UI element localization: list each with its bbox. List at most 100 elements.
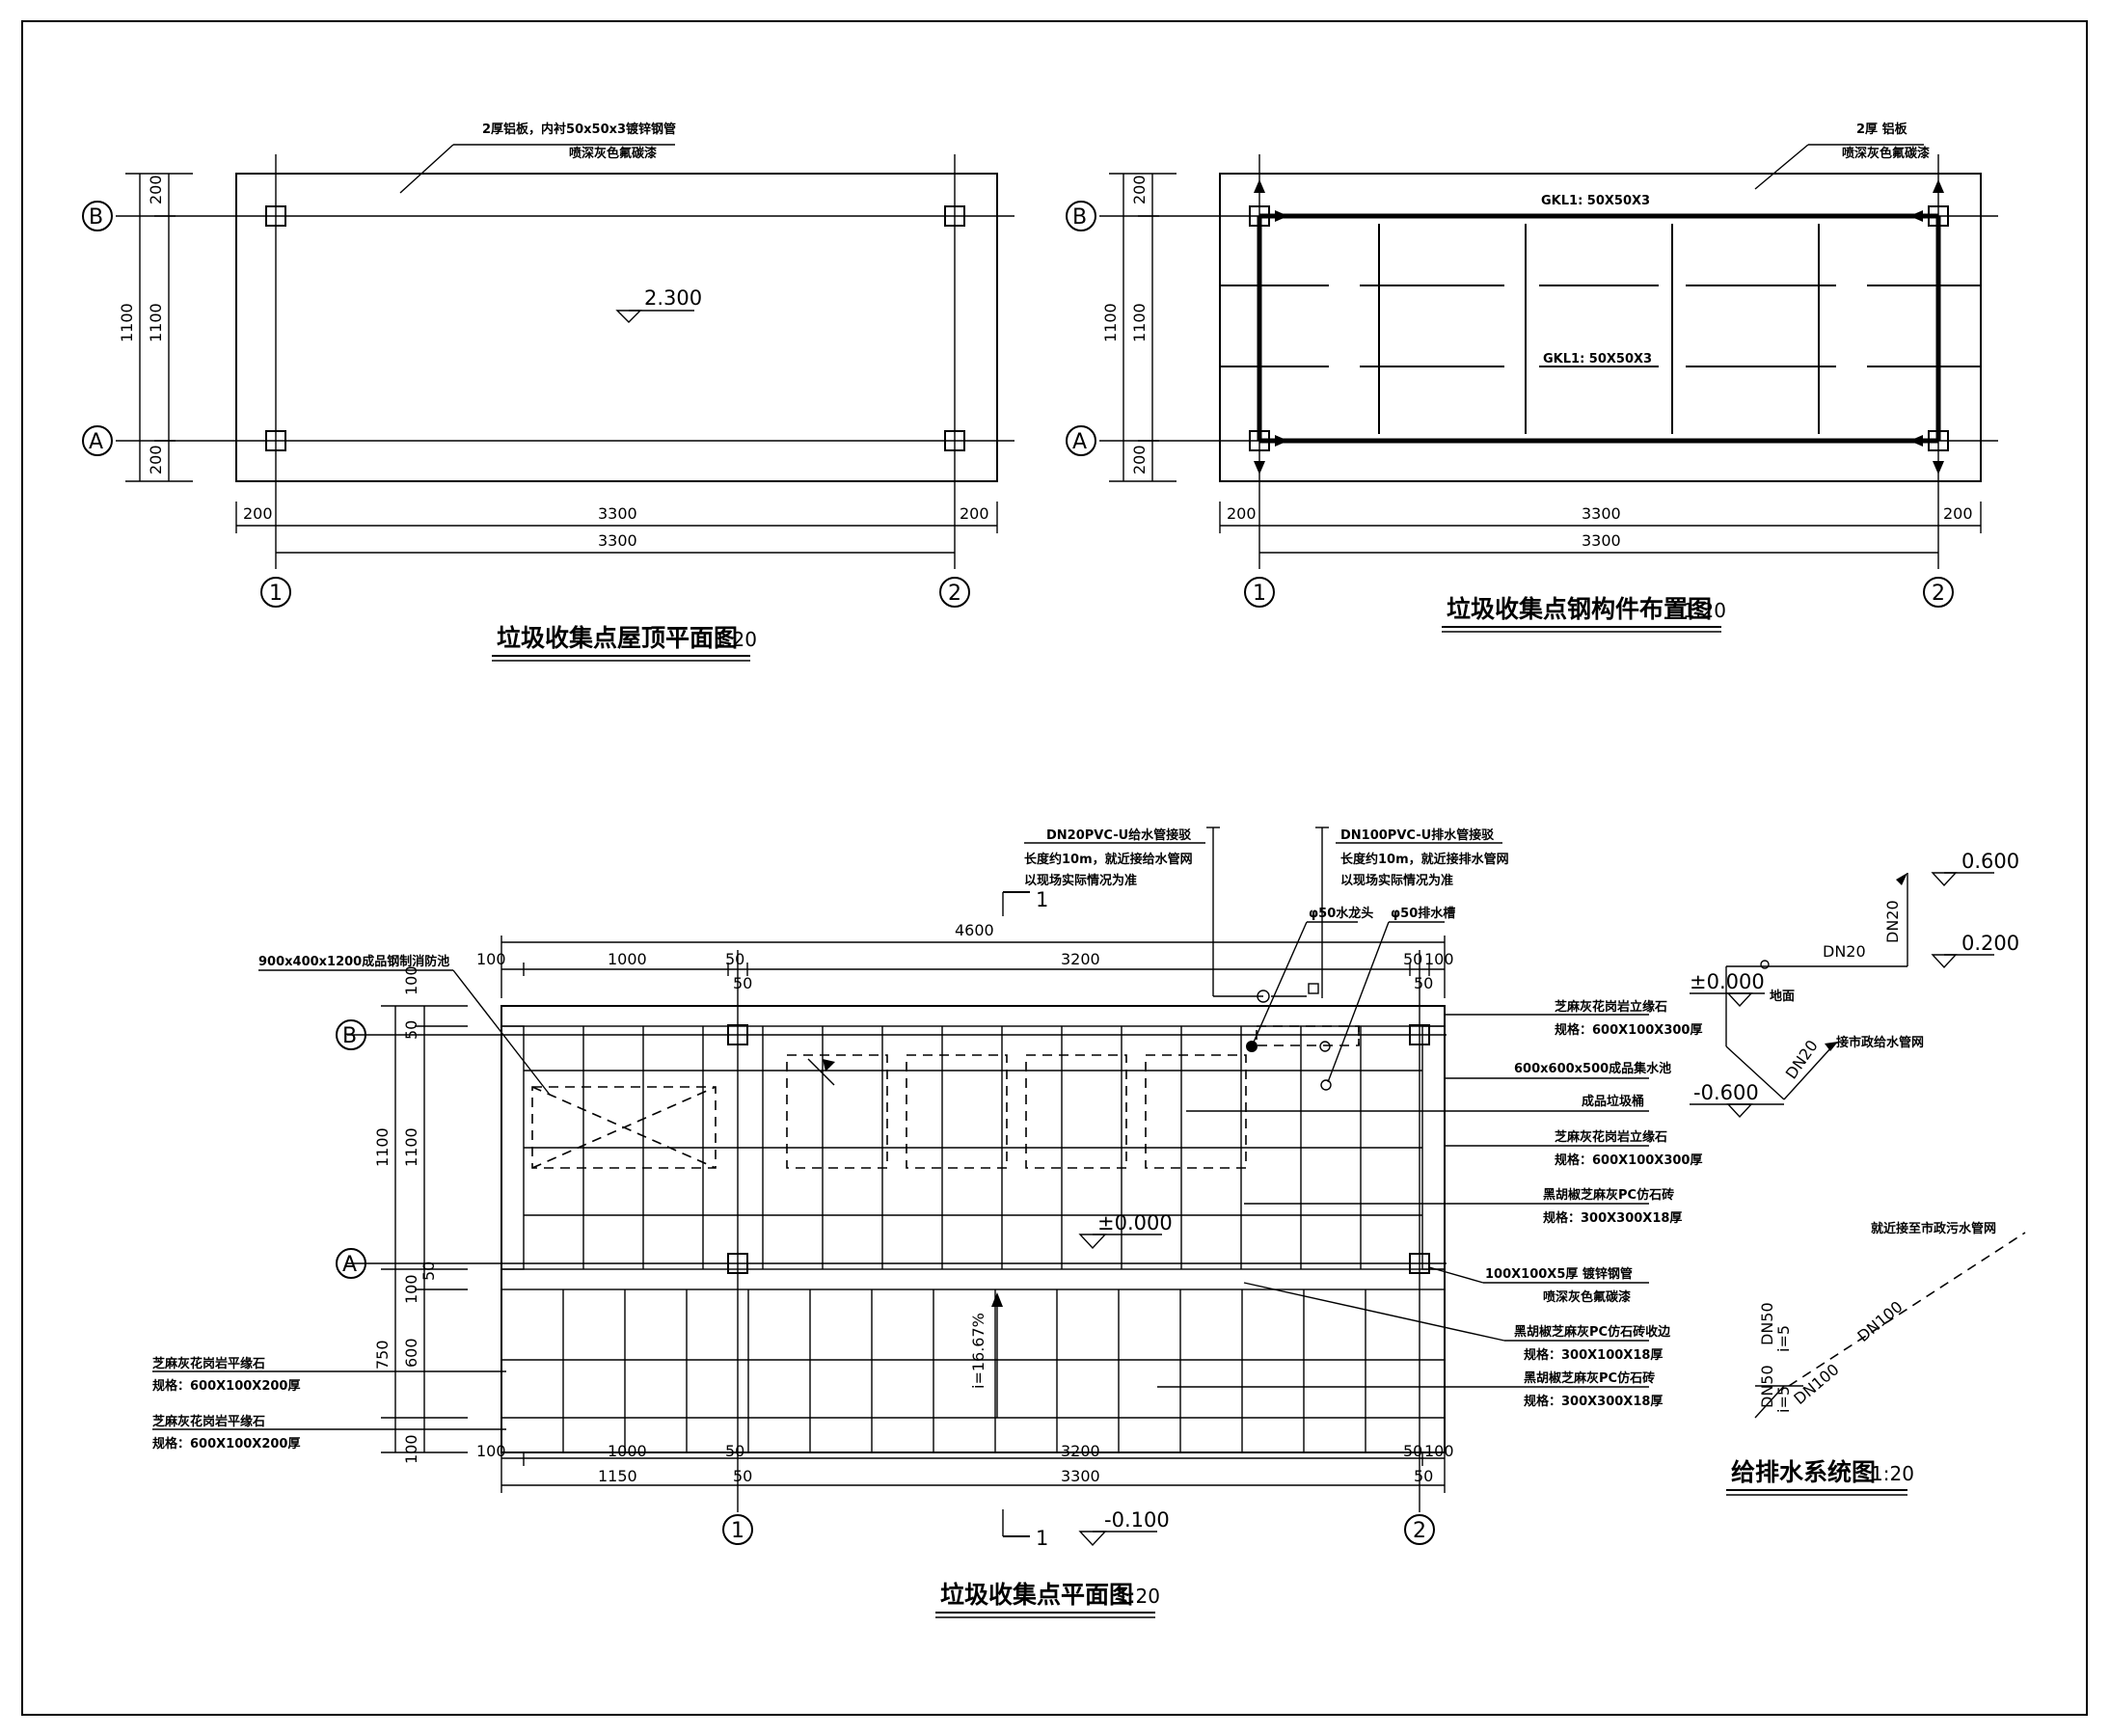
ws-dn20-h: DN20 <box>1823 942 1866 961</box>
rn-6a: 100X100X5厚 镀锌钢管 <box>1485 1266 1633 1282</box>
floor-dim-l-7: 100 <box>402 1434 420 1464</box>
steel-dim-v-3: 1100 <box>1130 303 1149 342</box>
roof-dim-h-4: 3300 <box>598 531 637 550</box>
water-system-scale: 1:20 <box>1871 1462 1914 1485</box>
floor-dim-l-1: 100 <box>402 965 420 995</box>
dn20-note-3: 以现场实际情况为准 <box>1024 873 1137 888</box>
steel-plan: GKL1: 50X50X3 GKL1: 50X50X3 2厚 铝板 喷深灰色氟碳… <box>1066 122 1998 633</box>
steel-axis-1: 1 <box>1253 582 1266 606</box>
floor-axis-2: 2 <box>1413 1519 1426 1543</box>
roof-dim-v-3: 1100 <box>147 303 165 342</box>
floor-dim-t-4: 50 <box>733 974 752 992</box>
dn20-note-2: 长度约10m，就近接给水管网 <box>1024 852 1193 867</box>
ws-slope-a: i=5 <box>1774 1325 1793 1352</box>
rn-3: 成品垃圾桶 <box>1582 1094 1644 1109</box>
steel-dim-h-3: 200 <box>1943 504 1973 523</box>
roof-plan-title: 垃圾收集点屋顶平面图 <box>497 624 738 652</box>
section-mark-bottom: 1 <box>1036 1527 1048 1550</box>
ws-dn20-d: DN20 <box>1782 1037 1822 1082</box>
floor-dim-b2-2: 50 <box>733 1467 752 1485</box>
rn-7a: 黑胡椒芝麻灰PC仿石砖收边 <box>1514 1324 1671 1340</box>
roof-axis-b: B <box>89 205 103 230</box>
ws-dn100-a: DN100 <box>1853 1297 1906 1345</box>
steel-beam-label-2: GKL1: 50X50X3 <box>1543 352 1652 366</box>
floor-plan-title: 垃圾收集点平面图 <box>940 1581 1133 1609</box>
roof-note-1: 2厚铝板，内衬50x50x3镀锌钢管 <box>482 122 676 137</box>
steel-dim-v-2: 1100 <box>1101 303 1120 342</box>
floor-dim-b-5: 50 <box>1403 1442 1422 1460</box>
steel-note-1: 2厚 铝板 <box>1856 122 1908 137</box>
floor-dim-l-9: 750 <box>373 1340 392 1370</box>
floor-dim-t-8: 50 <box>1414 974 1433 992</box>
roof-axis-2: 2 <box>948 582 961 606</box>
ln-2a: 芝麻灰花岗岩平缘石 <box>152 1414 265 1429</box>
rn-2: 600x600x500成品集水池 <box>1514 1061 1671 1076</box>
ws-elev-mid: 0.200 <box>1961 932 2019 955</box>
dn20-note-1: DN20PVC-U给水管接驳 <box>1046 827 1192 843</box>
ln-2b: 规格：600X100X200厚 <box>152 1436 300 1451</box>
floor-dim-t-6: 50 <box>1403 950 1422 968</box>
ws-elev-top: 0.600 <box>1961 850 2019 873</box>
tag-drain: φ50排水槽 <box>1391 906 1455 921</box>
floor-dim-t-3: 50 <box>725 950 744 968</box>
rn-7b: 规格：300X100X18厚 <box>1524 1347 1663 1363</box>
floor-plan-scale: 1:20 <box>1117 1585 1160 1608</box>
floor-dim-l-4: 50 <box>419 1261 438 1281</box>
water-system: DN20 DN20 DN20 接市政给水管网 地面 0.600 0.200 ±0… <box>1690 850 2026 1496</box>
steel-dim-v-4: 200 <box>1130 445 1149 475</box>
floor-axis-a: A <box>342 1253 357 1277</box>
floor-dim-t-5: 3200 <box>1061 950 1100 968</box>
rn-6b: 喷深灰色氟碳漆 <box>1543 1289 1631 1305</box>
floor-dim-l-5: 100 <box>402 1274 420 1304</box>
dn100-note-3: 以现场实际情况为准 <box>1340 873 1453 888</box>
rn-8b: 规格：300X300X18厚 <box>1524 1394 1663 1409</box>
roof-dim-v-2: 1100 <box>118 303 136 342</box>
floor-dim-b-6: 100 <box>1424 1442 1454 1460</box>
ws-elev-low: -0.600 <box>1693 1081 1759 1104</box>
dn100-note-2: 长度约10m，就近接排水管网 <box>1340 852 1509 867</box>
steel-axis-2: 2 <box>1932 582 1945 606</box>
floor-dim-b-2: 1000 <box>608 1442 647 1460</box>
ws-dn20-v: DN20 <box>1883 900 1902 943</box>
floor-dim-t-7: 100 <box>1424 950 1454 968</box>
steel-axis-b: B <box>1072 205 1087 230</box>
floor-axis-b: B <box>342 1024 357 1048</box>
floor-slope: i=16.67% <box>969 1313 987 1389</box>
roof-dim-v-1: 200 <box>147 175 165 204</box>
steel-dim-h-1: 200 <box>1227 504 1257 523</box>
section-mark-top: 1 <box>1036 888 1048 911</box>
dn100-note-1: DN100PVC-U排水管接驳 <box>1340 827 1495 843</box>
ln-1a: 芝麻灰花岗岩平缘石 <box>152 1356 265 1371</box>
floor-dim-b2-4: 50 <box>1414 1467 1433 1485</box>
floor-elev-bottom: -0.100 <box>1104 1508 1170 1532</box>
tag-faucet: φ50水龙头 <box>1309 906 1373 921</box>
roof-dim-v-4: 200 <box>147 445 165 475</box>
ws-dn50-b: DN50 <box>1758 1365 1776 1408</box>
sheet-border <box>21 20 2088 1716</box>
ws-ground: 地面 <box>1770 989 1795 1004</box>
steel-beam-label-1: GKL1: 50X50X3 <box>1541 194 1650 208</box>
roof-dim-h-2: 3300 <box>598 504 637 523</box>
ws-elev-zero: ±0.000 <box>1690 970 1765 993</box>
steel-dim-v-1: 200 <box>1130 175 1149 204</box>
rn-4a: 芝麻灰花岗岩立缘石 <box>1555 1129 1667 1145</box>
steel-axis-a: A <box>1072 430 1087 454</box>
floor-plan: DN20PVC-U给水管接驳 长度约10m，就近接给水管网 以现场实际情况为准 … <box>152 827 1702 1618</box>
floor-dim-l-2: 50 <box>402 1020 420 1040</box>
roof-dim-h-1: 200 <box>243 504 273 523</box>
rn-8a: 黑胡椒芝麻灰PC仿石砖 <box>1524 1370 1655 1386</box>
ws-to-drain: 就近接至市政污水管网 <box>1871 1221 1996 1236</box>
roof-axis-1: 1 <box>269 582 283 606</box>
steel-note-2: 喷深灰色氟碳漆 <box>1842 146 1930 161</box>
rn-5a: 黑胡椒芝麻灰PC仿石砖 <box>1543 1187 1674 1203</box>
roof-plan-scale: 1:20 <box>714 628 757 651</box>
rn-4b: 规格：600X100X300厚 <box>1555 1153 1702 1168</box>
steel-plan-scale: 1:20 <box>1683 599 1726 622</box>
steel-dim-h-4: 3300 <box>1582 531 1621 550</box>
roof-outline <box>235 173 998 482</box>
rn-5b: 规格：300X300X18厚 <box>1543 1210 1682 1226</box>
floor-outline <box>500 1005 1446 1453</box>
floor-dim-b-4: 3200 <box>1061 1442 1100 1460</box>
floor-dim-t-2: 1000 <box>608 950 647 968</box>
